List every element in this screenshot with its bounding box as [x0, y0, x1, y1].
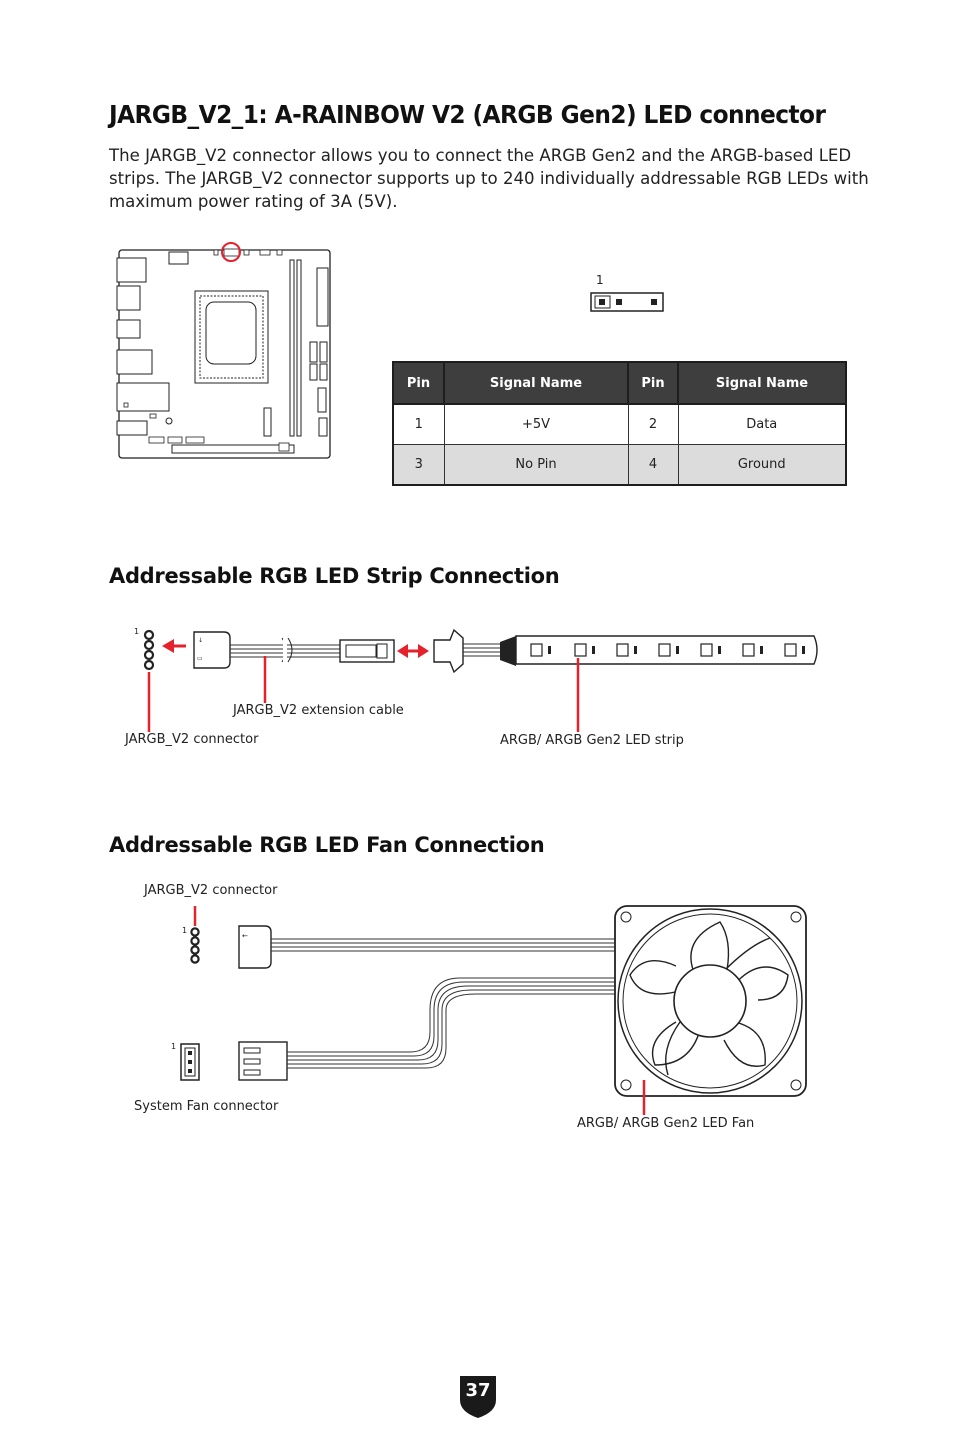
led-strip-connection-diagram: ↓ ▭: [143, 628, 818, 732]
fan-section-title: Addressable RGB LED Fan Connection: [109, 833, 545, 857]
header-pin1-label: 1: [596, 273, 604, 287]
strip-cable-label: JARGB_V2 extension cable: [233, 703, 404, 718]
pin-table-header: Signal Name: [443, 361, 629, 405]
sys-fan-label: System Fan connector: [134, 1099, 279, 1114]
pin-number: 3: [392, 444, 445, 486]
strip-label: ARGB/ ARGB Gen2 LED strip: [500, 733, 684, 748]
motherboard-diagram: [116, 242, 331, 459]
fan-argb-pin1-label: 1: [182, 926, 188, 935]
strip-pin1-label: 1: [134, 627, 140, 636]
pin-table-header: Pin: [392, 361, 445, 405]
fan-connector-label: JARGB_V2 connector: [144, 883, 278, 898]
pin-table-header: Pin: [627, 361, 679, 405]
led-fan-connection-diagram: ←: [180, 905, 807, 1115]
jargb-header-diagram: [590, 292, 664, 312]
svg-text:↓: ↓: [198, 637, 203, 644]
pin-number: 1: [392, 403, 445, 445]
intro-paragraph: The JARGB_V2 connector allows you to con…: [109, 146, 869, 211]
signal-name: Ground: [677, 444, 847, 486]
svg-text:▭: ▭: [197, 655, 203, 662]
table-row: 3 No Pin 4 Ground: [392, 444, 847, 486]
page-number-badge-icon: [460, 1376, 496, 1418]
pin-table: Pin Signal Name Pin Signal Name 1 +5V 2 …: [392, 361, 847, 486]
pin-table-header: Signal Name: [677, 361, 847, 405]
strip-connector-label: JARGB_V2 connector: [125, 732, 259, 747]
table-row: 1 +5V 2 Data: [392, 403, 847, 445]
fan-label: ARGB/ ARGB Gen2 LED Fan: [577, 1116, 755, 1131]
signal-name: +5V: [443, 403, 629, 445]
pin-number: 4: [627, 444, 679, 486]
svg-text:←: ←: [242, 932, 248, 940]
page-title: JARGB_V2_1: A-RAINBOW V2 (ARGB Gen2) LED…: [109, 100, 826, 129]
fan-sysfan-pin1-label: 1: [171, 1042, 177, 1051]
pin-number: 2: [627, 403, 679, 445]
signal-name: No Pin: [443, 444, 629, 486]
signal-name: Data: [677, 403, 847, 445]
strip-section-title: Addressable RGB LED Strip Connection: [109, 564, 560, 588]
page-number: 37: [465, 1380, 491, 1401]
